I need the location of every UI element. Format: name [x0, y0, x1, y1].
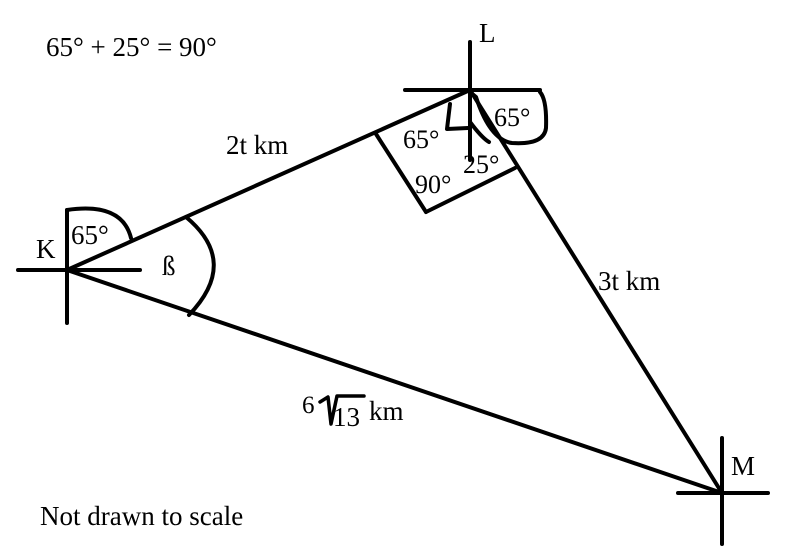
angle-label-right: 90° — [415, 170, 451, 199]
angle-label-l-bearing: 65° — [494, 103, 530, 132]
inner-angle-arc-l — [445, 102, 470, 131]
right-angle-construction — [374, 132, 517, 214]
side-km — [65, 268, 724, 495]
point-label-l: L — [479, 18, 496, 48]
beta-angle-arc — [184, 215, 216, 317]
side-lm — [468, 88, 724, 495]
point-label-k: K — [36, 234, 56, 264]
side-label-kl: 2t km — [226, 130, 288, 160]
angle-label-beta: ß — [162, 251, 176, 281]
km-radicand: 13 — [333, 402, 360, 432]
equation-text: 65° + 25° = 90° — [46, 32, 217, 62]
side-label-lm: 3t km — [598, 266, 660, 296]
angle-label-l-inner: 65° — [403, 125, 439, 154]
small-angle-arc-l — [468, 120, 491, 144]
km-unit: km — [369, 396, 404, 426]
side-kl — [65, 88, 472, 272]
radical-sign-icon — [318, 394, 366, 426]
bearing-arc-l — [468, 90, 549, 146]
angle-label-k-bearing: 65° — [71, 220, 109, 250]
compass-cross-k — [16, 208, 142, 325]
point-label-m: M — [731, 451, 755, 481]
bearing-arc-k — [65, 206, 133, 240]
compass-cross-l — [403, 40, 542, 162]
km-coefficient: 6 — [302, 392, 315, 419]
angle-label-l-small: 25° — [463, 150, 499, 179]
scale-note: Not drawn to scale — [40, 501, 243, 531]
side-label-km: 6 13 km — [302, 392, 404, 432]
